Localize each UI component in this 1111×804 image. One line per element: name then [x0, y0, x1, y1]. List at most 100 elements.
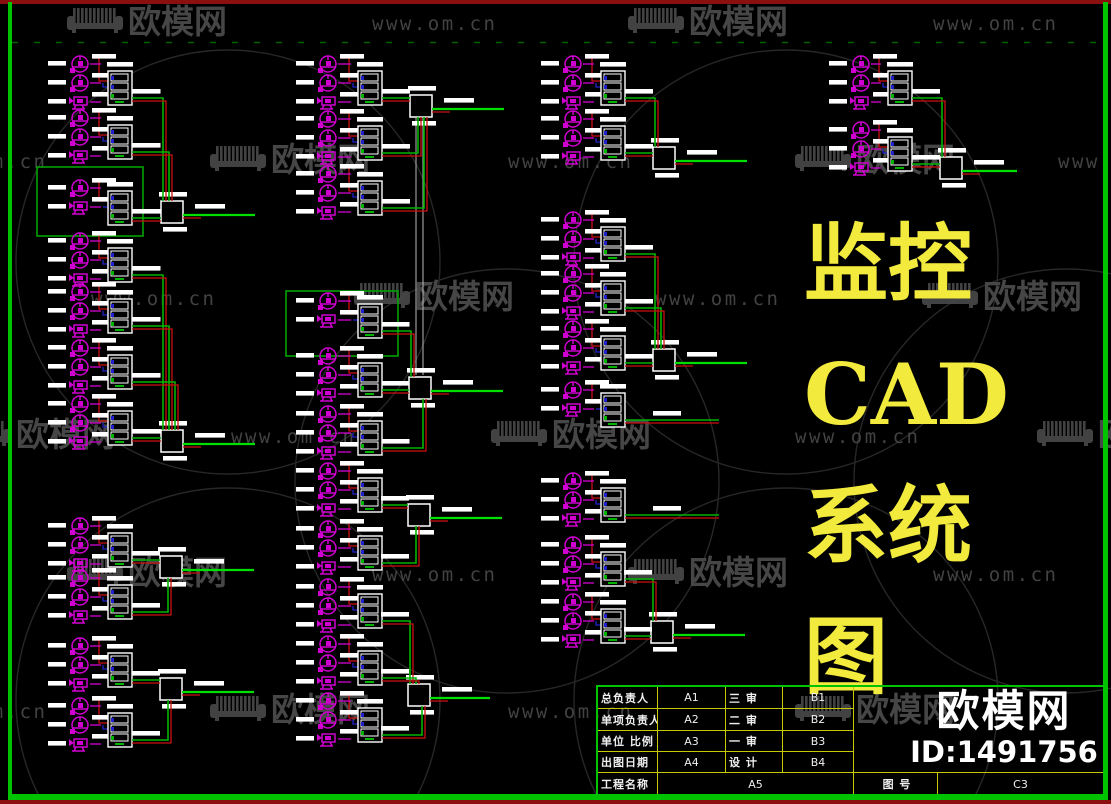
dvr-tick-blue: [604, 76, 607, 80]
dome-camera-mount: [318, 552, 323, 557]
camera-label-blob: [296, 449, 314, 454]
box-camera-detail: [325, 449, 331, 453]
box-camera-lens: [317, 97, 322, 104]
junction-box: [407, 503, 431, 527]
dome-camera-mount: [563, 568, 568, 573]
sofa-stripe: [256, 146, 259, 161]
tb-label: 图 号: [854, 773, 938, 795]
box-camera-detail: [325, 564, 331, 568]
camera-label-blob: [541, 217, 559, 222]
box-camera-detail: [325, 506, 331, 510]
sofa-stripe: [101, 8, 104, 23]
camera-label-blob: [92, 269, 116, 274]
feeder-label-blob: [625, 299, 653, 304]
feeder-label-blob: [912, 89, 940, 94]
camera-label-blob: [585, 611, 609, 616]
dvr-tick-blue: [111, 130, 114, 134]
frame-border-left: [8, 2, 12, 800]
dome-camera-icon: [318, 654, 337, 672]
feeder-green: [625, 578, 654, 621]
box-camera-icon: [69, 738, 88, 752]
junction-output-label-blob: [195, 204, 225, 209]
dvr-label-blob: [887, 128, 913, 133]
dome-camera-lens: [326, 717, 331, 722]
dvr-tick-blue: [361, 426, 364, 430]
junction-label-blob: [408, 86, 436, 91]
dome-camera-icon: [318, 129, 337, 147]
sofa-watermark-icon: [210, 146, 266, 171]
junction-label-blob: [938, 148, 966, 153]
dvr-tick-green: [361, 386, 364, 390]
camera-label-blob: [541, 618, 559, 623]
feeder-label-blob: [625, 144, 653, 149]
camera-label-blob: [829, 80, 847, 85]
watermark-circle: [15, 49, 441, 475]
sofa-stripe: [89, 8, 92, 23]
feeder-label-blob: [381, 496, 409, 501]
camera-label-blob: [48, 703, 66, 708]
dome-camera-lens: [326, 468, 331, 473]
dome-camera-lens: [326, 80, 331, 85]
camera-label-blob: [296, 584, 314, 589]
camera-label-blob: [340, 310, 364, 315]
feeder-label-blob: [382, 144, 410, 149]
trunk-wire-blue: [352, 83, 358, 88]
dvr-tick-blue: [361, 368, 364, 372]
box-camera-detail: [858, 99, 864, 103]
dvr-label-blob: [600, 479, 626, 484]
camera-label-blob: [48, 523, 66, 528]
dvr-tick-green: [365, 681, 374, 683]
camera-label-blob: [873, 158, 897, 163]
camera-label-blob: [48, 257, 66, 262]
sofa-stripe: [497, 421, 500, 436]
junction-box: [650, 620, 674, 644]
camera-label-blob: [296, 430, 314, 435]
trunk-wire-blue: [352, 663, 358, 668]
sofa-stripe: [666, 8, 669, 23]
sofa-stripe: [813, 146, 816, 161]
dvr-tick-green: [115, 329, 124, 331]
dome-camera-mount: [70, 245, 75, 250]
sofa-stripe: [93, 559, 96, 574]
camera-label-blob: [92, 587, 116, 592]
dome-camera-mount: [318, 437, 323, 442]
camera-label-blob: [585, 554, 609, 559]
dome-camera-mount: [318, 667, 323, 672]
dome-camera-icon: [318, 165, 337, 183]
dvr-tick-blue: [111, 262, 114, 266]
dome-camera-icon: [851, 121, 870, 139]
dome-camera-icon: [70, 55, 89, 73]
dome-camera-icon: [318, 184, 337, 202]
dome-camera-mount: [318, 305, 323, 310]
trunk-wire-blue: [595, 621, 601, 626]
camera-label-blob: [48, 134, 66, 139]
feeder-red: [382, 117, 422, 157]
feeder-label-blob: [132, 143, 161, 148]
box-camera-lens: [69, 97, 74, 104]
dome-camera-lens: [78, 662, 83, 667]
camera-label-blob: [340, 691, 364, 696]
feeder-green: [132, 274, 164, 430]
dome-camera-icon: [70, 395, 89, 413]
box-camera-icon: [562, 403, 581, 417]
camera-label-blob: [541, 271, 559, 276]
camera-label-blob: [48, 327, 66, 332]
dome-camera-icon: [70, 517, 89, 535]
box-camera-detail: [77, 681, 83, 685]
tb-value: B1: [783, 687, 854, 709]
feeder-label-blob: [132, 317, 161, 322]
sofa-stripe: [521, 421, 524, 436]
camera-label-blob: [541, 326, 559, 331]
camera-label-blob: [48, 542, 66, 547]
junction-label-blob: [162, 704, 186, 709]
dome-camera-mount: [318, 494, 323, 499]
junction-label-blob: [651, 138, 679, 143]
sofa-stripe: [634, 559, 637, 574]
tb-label: 一 审: [726, 731, 783, 752]
dome-camera-lens: [78, 257, 83, 262]
camera-label-blob: [48, 662, 66, 667]
dome-camera-icon: [70, 109, 89, 127]
trunk-wire-blue: [595, 239, 601, 244]
camera-label-blob: [296, 487, 314, 492]
camera-label-blob: [585, 229, 609, 234]
